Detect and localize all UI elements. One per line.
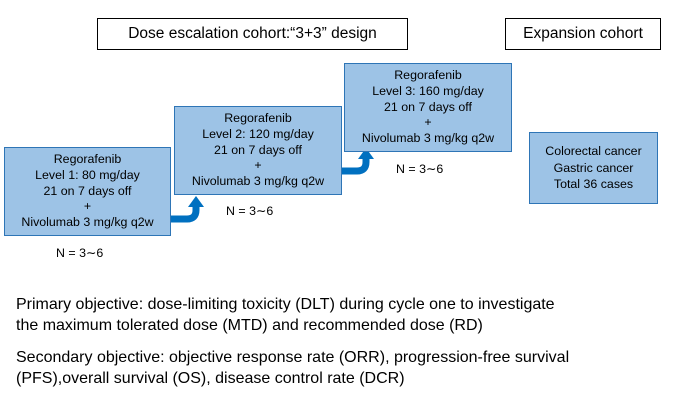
level-3-schedule: 21 on 7 days off [384, 99, 472, 114]
level-2-combo: Nivolumab 3 mg/kg q2w [191, 174, 325, 189]
level-3-drug: Regorafenib [394, 68, 462, 82]
primary-objective-line-1: Primary objective: dose-limiting toxicit… [16, 296, 555, 313]
arrow-head-level2 [188, 196, 204, 207]
level-3-box: Regorafenib Level 3: 160 mg/day 21 on 7 … [344, 63, 512, 152]
level-3-combo: Nivolumab 3 mg/kg q2w [361, 131, 495, 146]
level-1-schedule: 21 on 7 days off [43, 183, 132, 198]
expansion-line-3: Total 36 cases [553, 177, 634, 192]
level-1-box: Regorafenib Level 1: 80 mg/day 21 on 7 d… [4, 147, 171, 236]
secondary-objective-line-2: (PFS),overall survival (OS), disease con… [16, 370, 405, 387]
arrow-level1-to-level2 [171, 206, 200, 223]
expansion-line-1: Colorectal cancer [545, 144, 642, 159]
arrow-level2-to-level3 [342, 158, 370, 175]
level-1-combo: Nivolumab 3 mg/kg q2w [21, 215, 154, 230]
secondary-objective: Secondary objective: objective response … [16, 347, 569, 389]
primary-objective: Primary objective: dose-limiting toxicit… [16, 294, 555, 336]
level-2-n: N = 3∼6 [226, 204, 274, 218]
dose-escalation-title: Dose escalation cohort:“3+3” design [97, 18, 408, 50]
level-1-dose: Level 1: 80 mg/day [35, 167, 140, 182]
expansion-cohort-title: Expansion cohort [505, 18, 661, 50]
level-1-drug: Regorafenib [53, 152, 122, 166]
level-3-n: N = 3∼6 [396, 162, 444, 176]
arrow-head-level3 [358, 148, 374, 159]
level-3-plus: + [424, 115, 432, 130]
level-2-box: Regorafenib Level 2: 120 mg/day 21 on 7 … [174, 106, 342, 195]
level-2-plus: + [254, 158, 262, 173]
level-2-dose: Level 2: 120 mg/day [202, 126, 314, 141]
expansion-box: Colorectal cancer Gastric cancer Total 3… [529, 132, 658, 204]
expansion-line-2: Gastric cancer [553, 160, 634, 175]
secondary-objective-line-1: Secondary objective: objective response … [16, 349, 570, 366]
level-2-schedule: 21 on 7 days off [214, 142, 302, 157]
level-2-drug: Regorafenib [224, 111, 292, 125]
level-3-dose: Level 3: 160 mg/day [372, 83, 484, 98]
primary-objective-line-2: the maximum tolerated dose (MTD) and rec… [16, 317, 483, 334]
level-1-n: N = 3∼6 [56, 246, 104, 260]
level-1-plus: + [83, 199, 92, 214]
